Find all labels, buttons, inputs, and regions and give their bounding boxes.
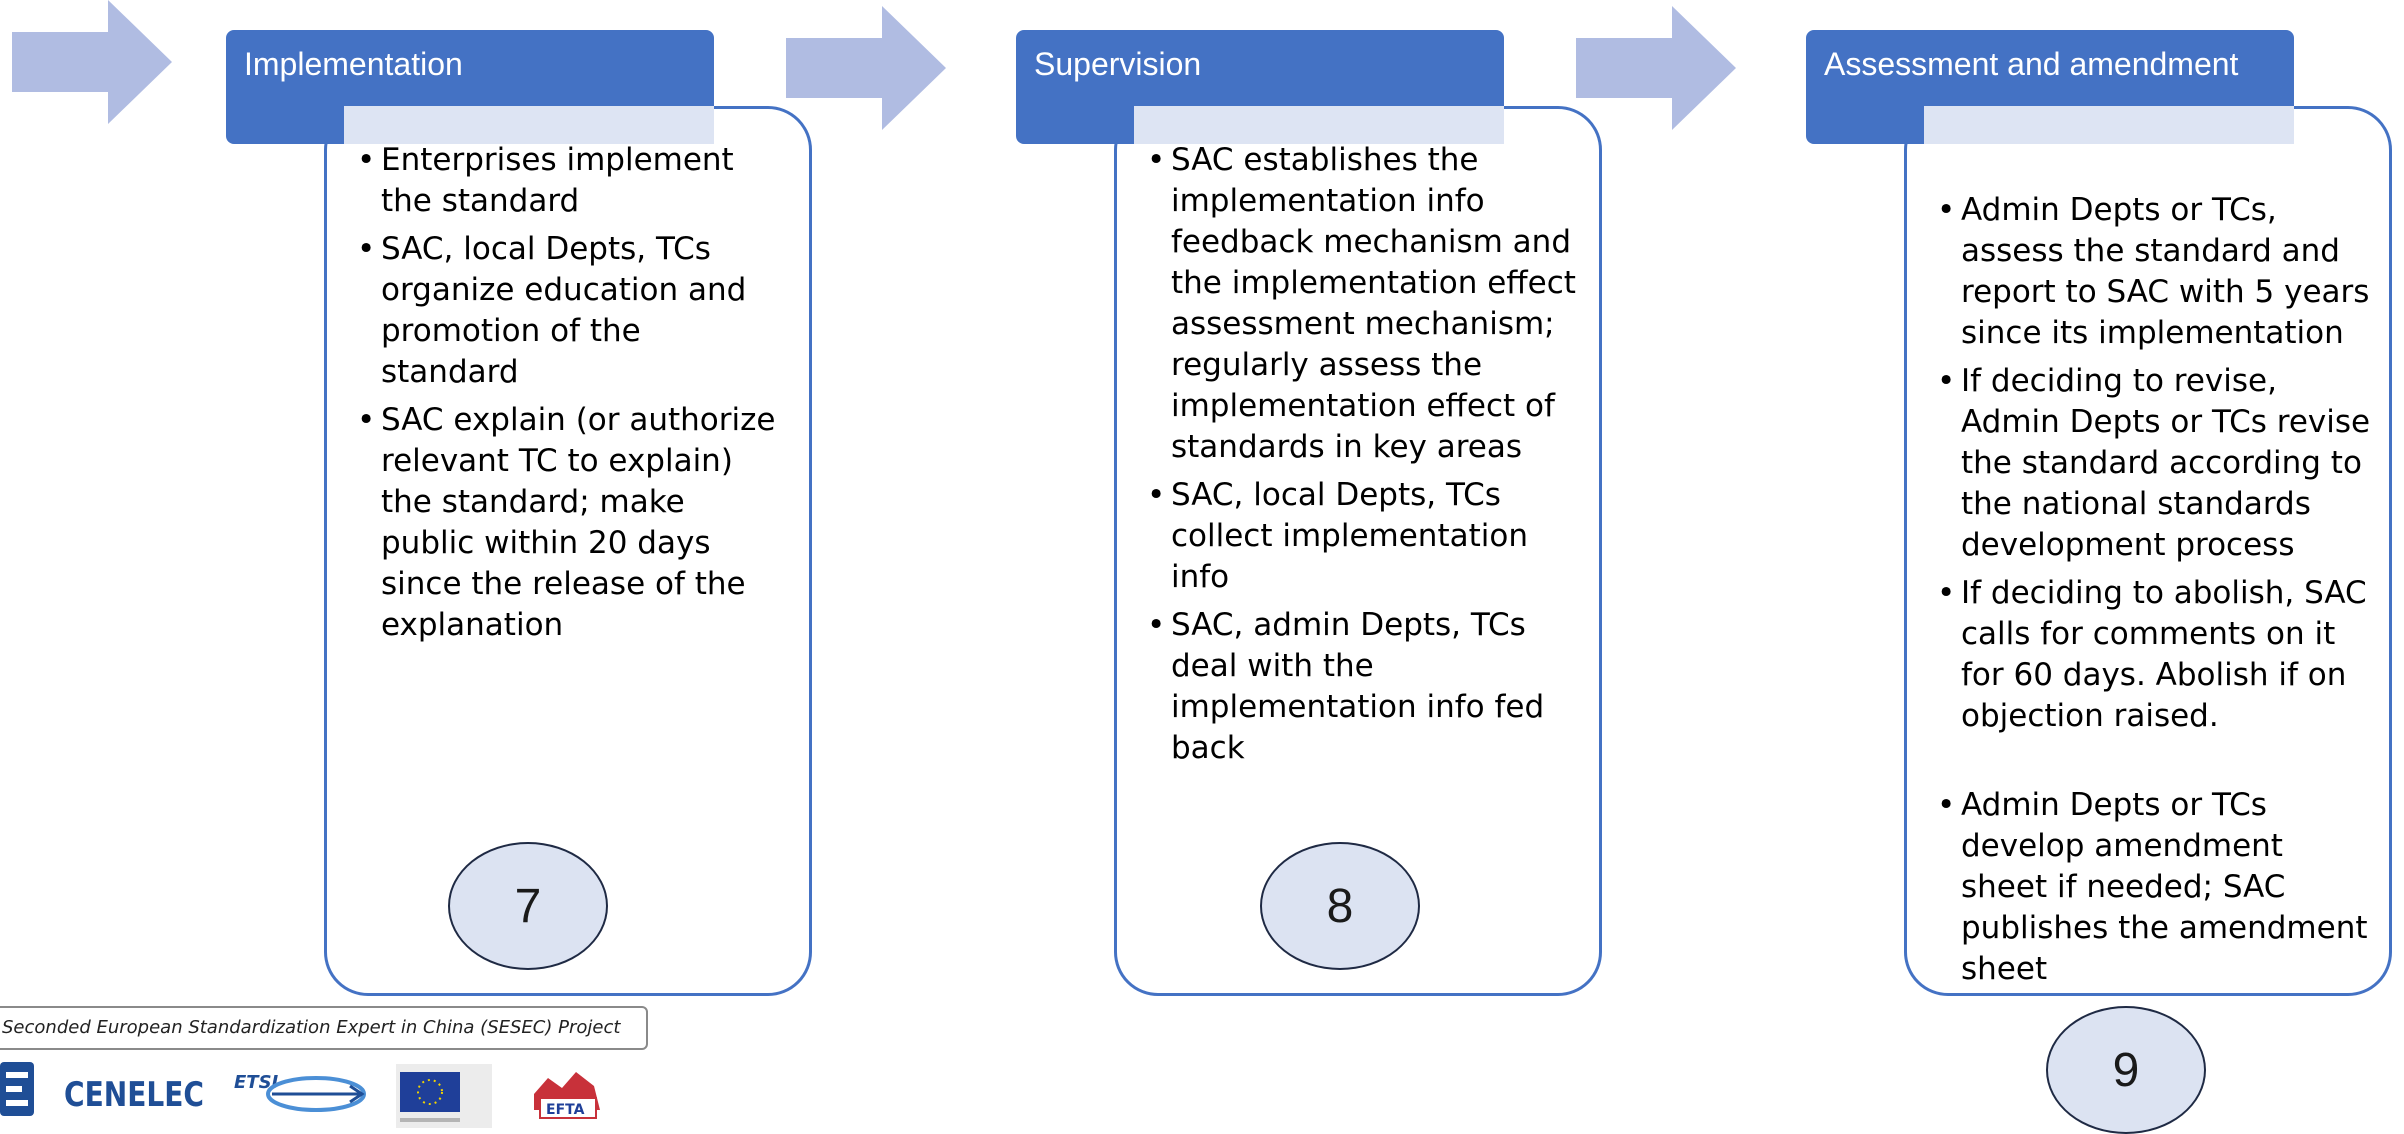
- flow-arrow-icon: [12, 0, 172, 124]
- stage-title: Supervision: [1034, 46, 1202, 82]
- stage-header-overlap: [1924, 106, 2294, 144]
- etsi-logo-text: ETSI: [234, 1072, 279, 1093]
- bullet-item: SAC, local Depts, TCs collect implementa…: [1147, 475, 1577, 598]
- bullet-item: SAC explain (or authorize relevant TC to…: [357, 400, 787, 646]
- flow-arrow-icon: [786, 6, 946, 130]
- efta-logo: EFTA: [534, 1072, 600, 1119]
- stage-bullet-list: Enterprises implement the standard SAC, …: [357, 140, 787, 653]
- bullet-item: Admin Depts or TCs, assess the standard …: [1937, 190, 2377, 354]
- bullet-item: SAC, admin Depts, TCs deal with the impl…: [1147, 605, 1577, 769]
- bullet-item: SAC establishes the implementation info …: [1147, 140, 1577, 468]
- stage-number-badge: 8: [1260, 842, 1420, 970]
- stage-number-badge: 7: [448, 842, 608, 970]
- cenelec-logo: CENELEC: [64, 1075, 204, 1115]
- stage-number-badge: 9: [2046, 1006, 2206, 1134]
- project-caption: Seconded European Standardization Expert…: [0, 1006, 648, 1050]
- bullet-item: If deciding to abolish, SAC calls for co…: [1937, 573, 2377, 737]
- bullet-item: Admin Depts or TCs develop amendment she…: [1937, 785, 2377, 990]
- stage-bullet-list: SAC establishes the implementation info …: [1147, 140, 1577, 776]
- bullet-item: SAC, local Depts, TCs organize education…: [357, 229, 787, 393]
- eu-flag-logo: [396, 1064, 492, 1128]
- bullet-item: If deciding to revise, Admin Depts or TC…: [1937, 361, 2377, 566]
- stage-bullet-list: Admin Depts or TCs, assess the standard …: [1937, 190, 2377, 997]
- stage-title: Assessment and amendment: [1824, 46, 2239, 82]
- cen-logo-icon: [0, 1062, 34, 1116]
- cenelec-logo-text: CENELEC: [64, 1075, 204, 1115]
- efta-logo-text: EFTA: [546, 1102, 585, 1118]
- stage-header-overlap: [1134, 106, 1504, 144]
- stage-header-overlap: [344, 106, 714, 144]
- bullet-item: Enterprises implement the standard: [357, 140, 787, 222]
- etsi-logo: ETSI: [234, 1072, 366, 1112]
- stage-title: Implementation: [244, 46, 463, 82]
- flow-arrow-icon: [1576, 6, 1736, 130]
